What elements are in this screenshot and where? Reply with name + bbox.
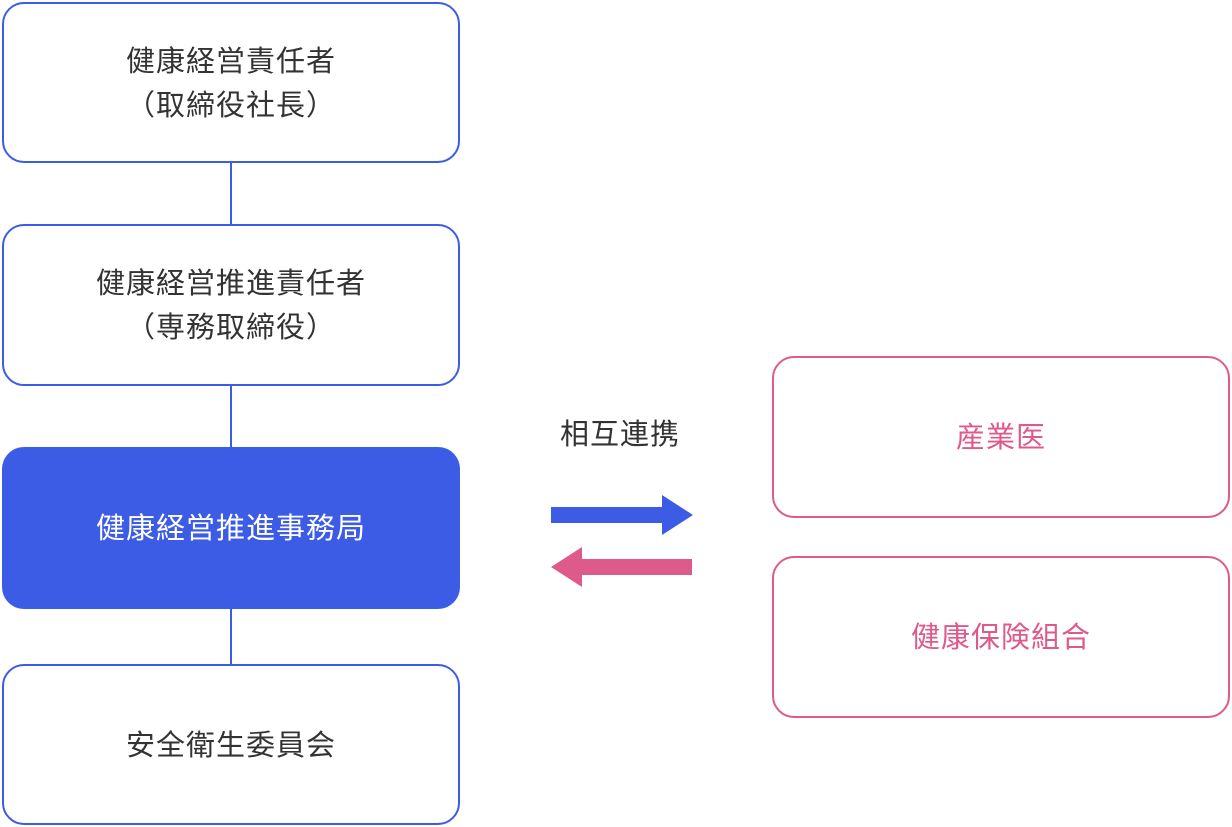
health-insurance-society-label: 健康保険組合 — [910, 620, 1091, 654]
health-management-officer-box: 健康経営責任者 （取締役社長） — [2, 2, 460, 163]
safety-health-committee-title: 安全衛生委員会 — [125, 727, 336, 762]
arrow-right-icon — [551, 495, 693, 535]
health-insurance-society-box: 健康保険組合 — [772, 556, 1230, 718]
health-promotion-secretariat-title: 健康経営推進事務局 — [95, 511, 366, 545]
health-promotion-officer-title: 健康経営推進責任者 — [95, 266, 366, 300]
bidirectional-arrows — [551, 495, 693, 587]
health-promotion-officer-box: 健康経営推進責任者 （専務取締役） — [2, 224, 460, 386]
health-management-officer-title: 健康経営責任者 — [125, 43, 336, 78]
safety-health-committee-box: 安全衛生委員会 — [2, 664, 460, 825]
health-promotion-secretariat-box: 健康経営推進事務局 — [2, 447, 460, 609]
health-promotion-officer-role: （専務取締役） — [125, 310, 336, 344]
occupational-physician-box: 産業医 — [772, 356, 1230, 518]
connector-line-2 — [230, 386, 232, 447]
occupational-physician-label: 産業医 — [955, 420, 1046, 454]
arrow-left-icon — [551, 547, 692, 587]
connector-line-3 — [230, 609, 232, 664]
mutual-cooperation-label: 相互連携 — [559, 417, 680, 451]
connector-line-1 — [230, 163, 232, 224]
health-management-officer-role: （取締役社長） — [125, 87, 336, 122]
